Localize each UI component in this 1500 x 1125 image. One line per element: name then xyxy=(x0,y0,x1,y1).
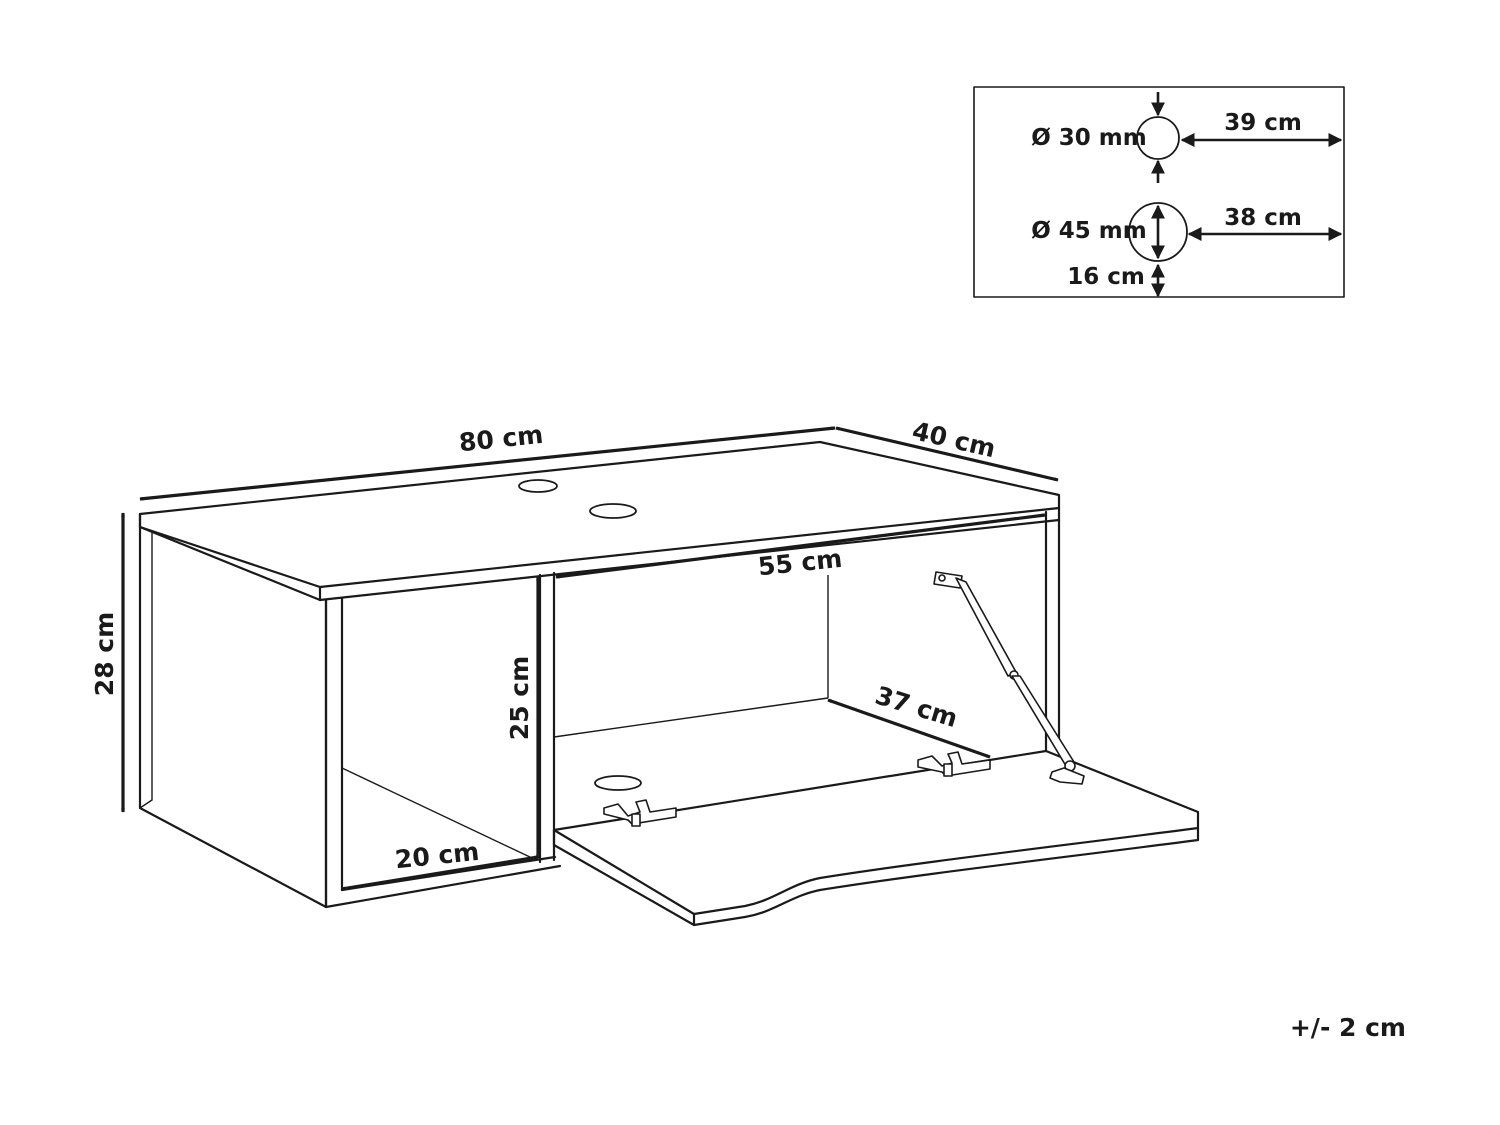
dimension-lines xyxy=(121,426,1059,891)
hole-30mm-icon xyxy=(1136,116,1180,160)
hole-30mm-offset-label: 39 cm xyxy=(1224,110,1302,136)
hole-45mm-icon xyxy=(1128,202,1188,262)
width-dimension-arrow xyxy=(139,426,836,501)
hinge-right-icon xyxy=(917,751,991,777)
hole-detail-inset: Ø 30 mm 39 cm Ø 45 mm 38 cm 16 cm xyxy=(973,86,1345,298)
tolerance-note: +/- 2 cm xyxy=(1290,1013,1406,1042)
inner-width-dimension-arrow xyxy=(555,513,1046,579)
hole-45mm-height-label: 16 cm xyxy=(1067,264,1145,290)
cabinet-drop-door xyxy=(552,749,1200,916)
hole-45mm-offset-label: 38 cm xyxy=(1224,205,1302,231)
door-cable-hole-icon xyxy=(594,775,642,791)
hole-30mm-diameter-label: Ø 30 mm xyxy=(1031,125,1147,151)
hinge-left-icon xyxy=(603,799,677,827)
cabinet-left-side xyxy=(138,525,328,909)
width-label: 80 cm xyxy=(458,420,545,458)
inner-depth-label: 37 cm xyxy=(872,681,961,733)
depth-dimension-arrow xyxy=(835,426,1059,482)
shelf-width-dimension-arrow xyxy=(341,855,539,891)
inner-depth-dimension-arrow xyxy=(827,698,991,759)
hole-45mm-diameter-label: Ø 45 mm xyxy=(1031,218,1147,244)
cabinet-top-panel xyxy=(138,440,1061,589)
lid-stay-icon xyxy=(933,571,1085,785)
inner-height-label: 25 cm xyxy=(505,656,534,740)
height-label: 28 cm xyxy=(90,612,119,696)
